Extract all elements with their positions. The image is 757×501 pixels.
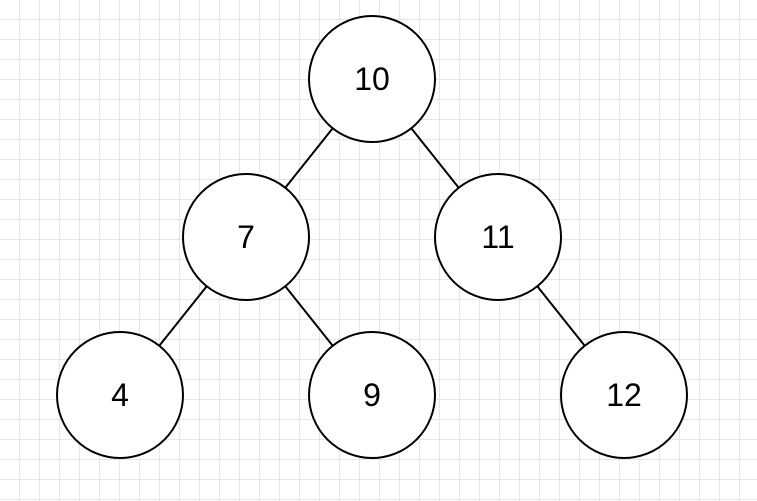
node-circle <box>56 331 184 459</box>
tree-node-11: 11 <box>434 173 562 301</box>
tree-node-9: 9 <box>308 331 436 459</box>
node-circle <box>434 173 562 301</box>
edge-7-4 <box>158 285 208 347</box>
tree-node-7: 7 <box>182 173 310 301</box>
edges-layer <box>158 127 586 347</box>
node-circle <box>308 331 436 459</box>
node-label: 7 <box>237 219 255 255</box>
edge-7-9 <box>284 285 334 347</box>
node-circle <box>182 173 310 301</box>
node-circle <box>560 331 688 459</box>
node-circle <box>308 15 436 143</box>
node-label: 12 <box>606 377 642 413</box>
tree-node-12: 12 <box>560 331 688 459</box>
tree-node-10: 10 <box>308 15 436 143</box>
edge-11-12 <box>536 285 586 347</box>
node-label: 4 <box>111 377 129 413</box>
edge-10-7 <box>284 127 334 189</box>
node-label: 9 <box>363 377 381 413</box>
edge-10-11 <box>410 127 460 189</box>
nodes-layer: 10 7 11 4 9 12 <box>56 15 688 459</box>
node-label: 11 <box>481 219 514 255</box>
tree-node-4: 4 <box>56 331 184 459</box>
node-label: 10 <box>354 61 390 97</box>
